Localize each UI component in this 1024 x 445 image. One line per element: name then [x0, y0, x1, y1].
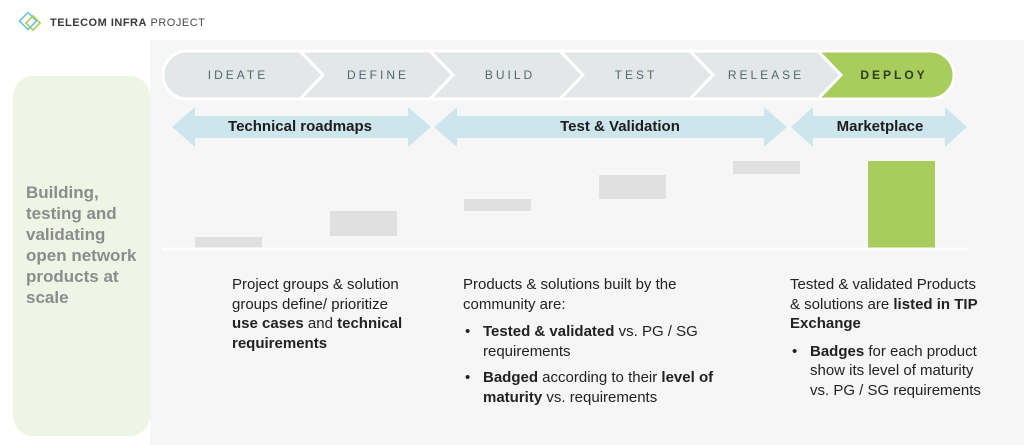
list-item: Badged according to their level of matur… [465, 368, 745, 407]
column-deploy-list: Badges for each product show its level o… [790, 342, 990, 401]
phase-arrow-test-validation [434, 107, 787, 147]
step-bar-build [464, 199, 531, 211]
column-build-test: Products & solutions built by the commun… [463, 275, 745, 414]
phase-label-marketplace: Marketplace [836, 118, 924, 135]
stage-label-release: RELEASE [727, 68, 805, 82]
side-title: Building, testing and validating open ne… [26, 183, 137, 307]
phase-arrow-marketplace [791, 107, 967, 147]
stage-label-deploy: DEPLOY [860, 68, 928, 82]
column-define-text: Project groups & solution groups define/… [232, 276, 403, 352]
phase-arrow-technical-roadmaps [172, 107, 431, 147]
list-item: Tested & validated vs. PG / SG requireme… [465, 322, 745, 361]
step-bar-release [733, 161, 800, 174]
step-bar-deploy [868, 161, 935, 249]
stage-label-define: DEFINE [346, 68, 409, 82]
column-build-test-intro: Products & solutions built by the commun… [463, 276, 677, 313]
stage-label-test: TEST [614, 68, 658, 82]
side-panel [13, 76, 150, 436]
stage-chevron-deploy [814, 49, 956, 101]
step-bar-ideate [195, 237, 262, 249]
column-deploy-intro: Tested & validated Products & solutions … [790, 276, 978, 332]
list-item: Badges for each product show its level o… [792, 342, 990, 401]
column-deploy: Tested & validated Products & solutions … [790, 275, 990, 407]
stage-label-build: BUILD [484, 68, 536, 82]
step-bar-test [599, 175, 666, 199]
phase-label-technical-roadmaps: Technical roadmaps [228, 118, 372, 135]
logo-text: TELECOM INFRA PROJECT [50, 17, 206, 29]
stage-chevron-ideate [161, 49, 326, 101]
column-define: Project groups & solution groups define/… [232, 275, 407, 353]
logo[interactable]: TELECOM INFRA PROJECT [16, 12, 205, 34]
column-build-test-list: Tested & validated vs. PG / SG requireme… [463, 322, 745, 407]
phase-label-test-validation: Test & Validation [560, 118, 680, 135]
step-bar-define [330, 211, 397, 236]
diamond-logo-icon [18, 12, 42, 32]
stage-label-ideate: IDEATE [207, 68, 269, 82]
